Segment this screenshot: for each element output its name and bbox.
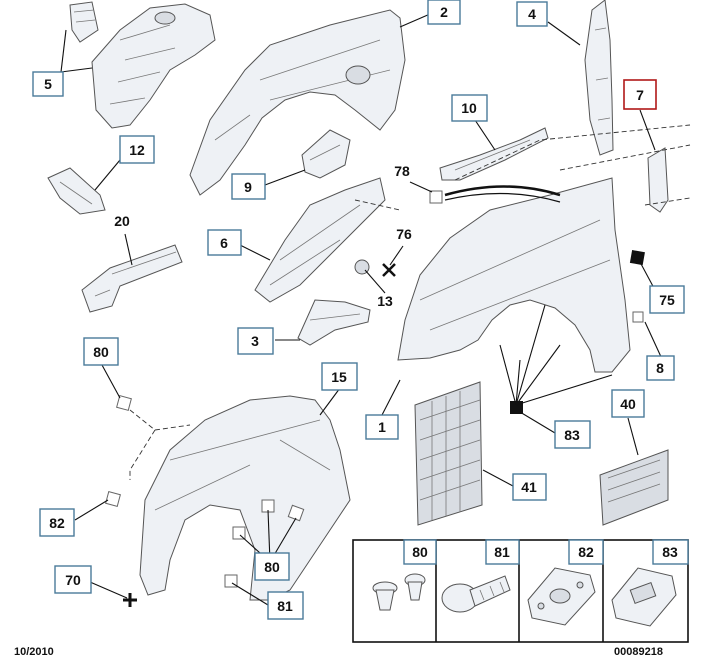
svg-text:80: 80 (264, 559, 280, 575)
clip-square (429, 190, 443, 204)
part-10-rail (439, 127, 549, 181)
svg-text:1: 1 (378, 419, 386, 435)
nut-clip-icon (527, 567, 596, 626)
callout-10: 10 (451, 94, 488, 122)
part-15-liner (139, 395, 351, 601)
cross-76 (382, 263, 396, 277)
part-41-mesh (414, 381, 483, 526)
marker-75 (629, 250, 645, 266)
callout-80-upper: 80 (83, 337, 119, 366)
svg-text:76: 76 (396, 226, 412, 242)
callout-20: 20 (114, 213, 130, 229)
svg-text:15: 15 (331, 369, 347, 385)
part-6-inner-rail (254, 177, 386, 303)
part-2-side-panel (189, 9, 406, 196)
svg-text:4: 4 (528, 6, 536, 22)
part-3-bracket (297, 299, 371, 346)
footer-code: 00089218 (614, 646, 663, 658)
arch-trim-strip (444, 185, 561, 203)
callout-1: 1 (365, 414, 399, 440)
callout-82: 82 (39, 508, 75, 537)
part-7-bracket (647, 147, 669, 213)
callout-15: 15 (321, 362, 358, 391)
callout-3: 3 (237, 327, 274, 355)
clip-cell-80: 80 (372, 539, 437, 611)
callout-9: 9 (231, 173, 266, 200)
callout-41: 41 (512, 473, 547, 501)
svg-text:6: 6 (220, 235, 228, 251)
svg-text:13: 13 (377, 293, 393, 309)
callout-7: 7 (623, 79, 657, 110)
callout-4: 4 (516, 1, 548, 27)
part-1-fender (397, 177, 631, 373)
callout-8: 8 (646, 355, 675, 381)
leader-lines (60, 13, 663, 606)
cross-70 (123, 593, 137, 607)
callout-5: 5 (32, 71, 64, 97)
part-9-bracket (301, 129, 351, 179)
svg-text:7: 7 (636, 87, 644, 103)
svg-text:2: 2 (440, 4, 448, 20)
svg-text:78: 78 (394, 163, 410, 179)
clip-cell-82: 82 (527, 539, 604, 626)
svg-text:83: 83 (564, 427, 580, 443)
part-5-bracket (69, 1, 99, 43)
svg-text:3: 3 (251, 333, 259, 349)
svg-text:9: 9 (244, 179, 252, 195)
svg-text:40: 40 (620, 396, 636, 412)
svg-text:75: 75 (659, 292, 675, 308)
svg-text:81: 81 (494, 544, 510, 560)
svg-text:8: 8 (656, 360, 664, 376)
clip-square (116, 395, 132, 411)
clip-panel: 80 81 82 (352, 539, 689, 643)
part-40-label (599, 449, 669, 526)
callout-83: 83 (554, 420, 591, 449)
callouts: 1 2 3 4 5 6 7 8 (32, 0, 685, 620)
callout-6: 6 (207, 229, 242, 256)
svg-text:5: 5 (44, 76, 52, 92)
callout-80-lower: 80 (254, 552, 290, 581)
callout-2: 2 (427, 0, 461, 25)
callout-81: 81 (267, 591, 304, 620)
callout-70: 70 (54, 565, 92, 594)
svg-text:80: 80 (412, 544, 428, 560)
clip-cell-81: 81 (441, 539, 520, 613)
callout-75: 75 (649, 285, 685, 314)
svg-text:81: 81 (277, 598, 293, 614)
push-rivet-icon (372, 573, 426, 611)
clip-square (105, 491, 121, 507)
clip-cell-83: 83 (611, 539, 689, 627)
callout-12: 12 (119, 135, 155, 164)
callout-76: 76 (396, 226, 412, 242)
clip-square (632, 311, 644, 323)
part-20-rail (81, 244, 183, 313)
svg-text:82: 82 (49, 515, 65, 531)
svg-text:70: 70 (65, 572, 81, 588)
svg-text:80: 80 (93, 344, 109, 360)
svg-text:20: 20 (114, 213, 130, 229)
footer-date: 10/2010 (14, 646, 54, 658)
callout-13: 13 (377, 293, 393, 309)
callout-78: 78 (394, 163, 410, 179)
retainer-clip-icon (611, 567, 677, 627)
callout-40: 40 (611, 389, 645, 418)
svg-text:10: 10 (461, 100, 477, 116)
svg-text:12: 12 (129, 142, 145, 158)
svg-text:83: 83 (662, 544, 678, 560)
svg-text:82: 82 (578, 544, 594, 560)
svg-text:41: 41 (521, 479, 537, 495)
part-12-bracket (47, 167, 106, 215)
screw-clip-icon (441, 575, 511, 613)
part-wheelhouse-upper (91, 3, 216, 129)
part-drawings (47, 0, 691, 607)
part-4-pillar (584, 0, 614, 156)
